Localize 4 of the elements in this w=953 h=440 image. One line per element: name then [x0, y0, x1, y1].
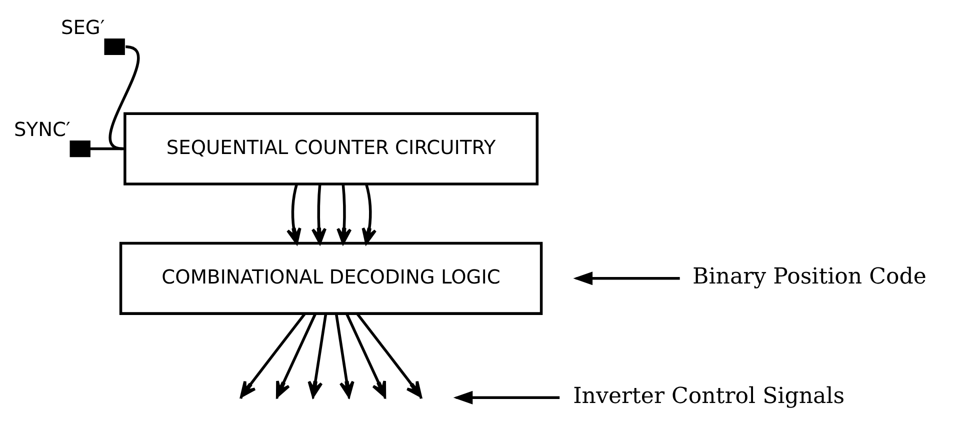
node-text: Binary Position Code: [692, 264, 926, 290]
node-label: SEG′: [60, 15, 105, 38]
node-label: SYNC′: [14, 117, 70, 140]
node-text: Inverter Control Signals: [573, 383, 845, 408]
